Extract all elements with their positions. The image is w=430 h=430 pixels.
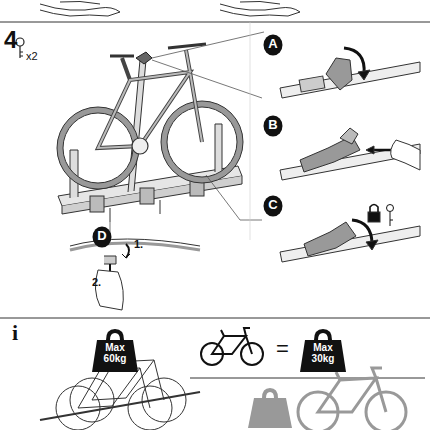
quantity-label: x2 — [26, 50, 38, 62]
callout-circle: A — [263, 34, 283, 56]
callout-letter: D — [92, 226, 112, 246]
callout-circle: C — [263, 195, 283, 217]
equals-sign: = — [276, 336, 289, 362]
info-icon: i — [12, 320, 18, 346]
circle-shape — [93, 227, 112, 248]
step-number: 4 — [4, 26, 17, 54]
weight-handle — [106, 329, 124, 340]
callout-letter: B — [263, 115, 283, 135]
weight-text: Max 60kg — [99, 328, 131, 364]
callout-circle: B — [263, 115, 283, 137]
callout-letter: C — [263, 195, 283, 215]
circle-shape — [264, 116, 283, 137]
callout-circle: D — [92, 226, 112, 248]
weight-handle — [314, 329, 332, 340]
step-label: 2. — [92, 276, 101, 288]
weight-symbol: Max 60kg — [92, 328, 138, 372]
weight-symbol: Max 30kg — [300, 328, 346, 372]
weight-text: Max 30kg — [307, 328, 339, 364]
callout-letter: A — [263, 34, 283, 54]
circle-shape — [264, 35, 283, 56]
circle-shape — [264, 196, 283, 217]
step-label: 1. — [134, 238, 143, 250]
